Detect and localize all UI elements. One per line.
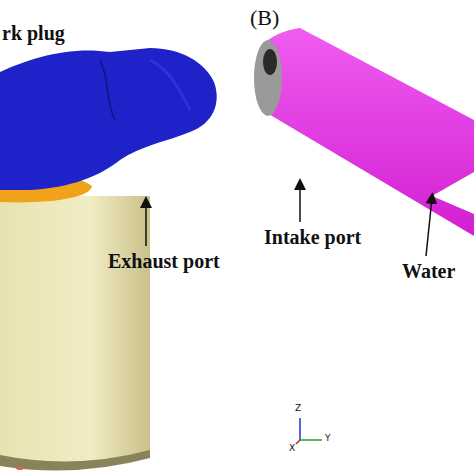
leader-arrow (145, 202, 147, 246)
part-label: Intake port (264, 226, 361, 248)
panel-letter: (B) (250, 6, 279, 30)
part-label: Exhaust port (108, 250, 220, 272)
part-label: rk plug (2, 22, 65, 44)
axis-label: Z (295, 404, 301, 414)
axis-label: Y (325, 434, 331, 444)
exhaust-port-body (0, 48, 217, 190)
cylinder (0, 196, 150, 471)
intake-port-opening (254, 40, 282, 116)
axis-triad (296, 418, 322, 444)
part-label: Water (402, 260, 455, 282)
leader-arrow (299, 184, 301, 222)
intake-port-body (260, 28, 474, 236)
axis-label: X (289, 444, 295, 454)
leader-arrow (426, 198, 432, 256)
